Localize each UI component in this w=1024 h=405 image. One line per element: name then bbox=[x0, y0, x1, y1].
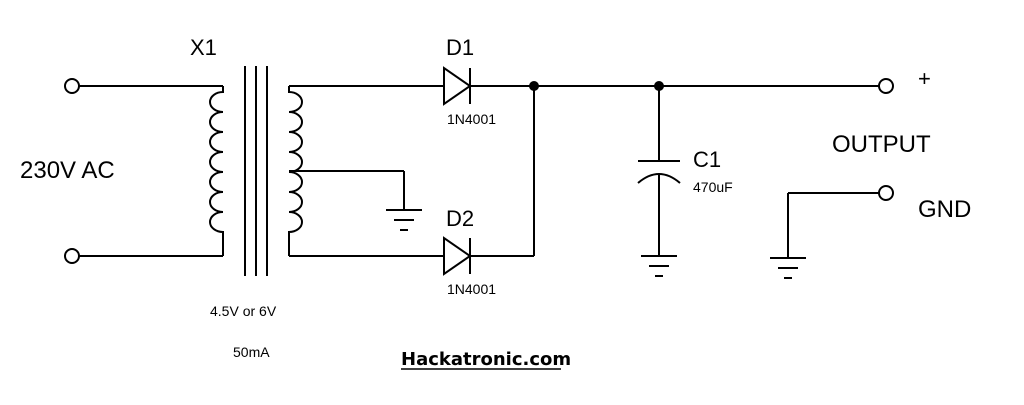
diode-d1-icon bbox=[443, 66, 472, 106]
diode2-part-label: 1N4001 bbox=[447, 281, 496, 297]
center-tap-ground-icon bbox=[386, 209, 422, 231]
transformer-rating-current: 50mA bbox=[233, 344, 270, 360]
secondary-coil bbox=[288, 86, 303, 256]
output-ground-icon bbox=[770, 257, 806, 279]
capacitor-ground-icon bbox=[641, 255, 677, 277]
plus-label: + bbox=[918, 66, 931, 91]
primary-coil bbox=[209, 86, 224, 256]
input-terminal-bottom bbox=[64, 248, 80, 264]
output-label: OUTPUT bbox=[832, 131, 931, 158]
transformer-label: X1 bbox=[190, 35, 217, 60]
website-label: Hackatronic.com bbox=[401, 349, 571, 370]
output-terminal-gnd bbox=[878, 185, 894, 201]
input-terminal-top bbox=[64, 78, 80, 94]
transformer-rating-voltage: 4.5V or 6V bbox=[210, 303, 277, 319]
capacitor-label: C1 bbox=[693, 147, 721, 172]
output-terminal-positive bbox=[878, 78, 894, 94]
gnd-label: GND bbox=[918, 196, 971, 223]
diode1-part-label: 1N4001 bbox=[447, 111, 496, 127]
input-voltage-label: 230V AC bbox=[20, 157, 115, 184]
diode1-label: D1 bbox=[446, 35, 474, 60]
diode-d2-icon bbox=[443, 236, 472, 276]
junction-dot-diodes bbox=[529, 81, 539, 91]
capacitor-value-label: 470uF bbox=[693, 179, 733, 195]
diode2-label: D2 bbox=[446, 206, 474, 231]
